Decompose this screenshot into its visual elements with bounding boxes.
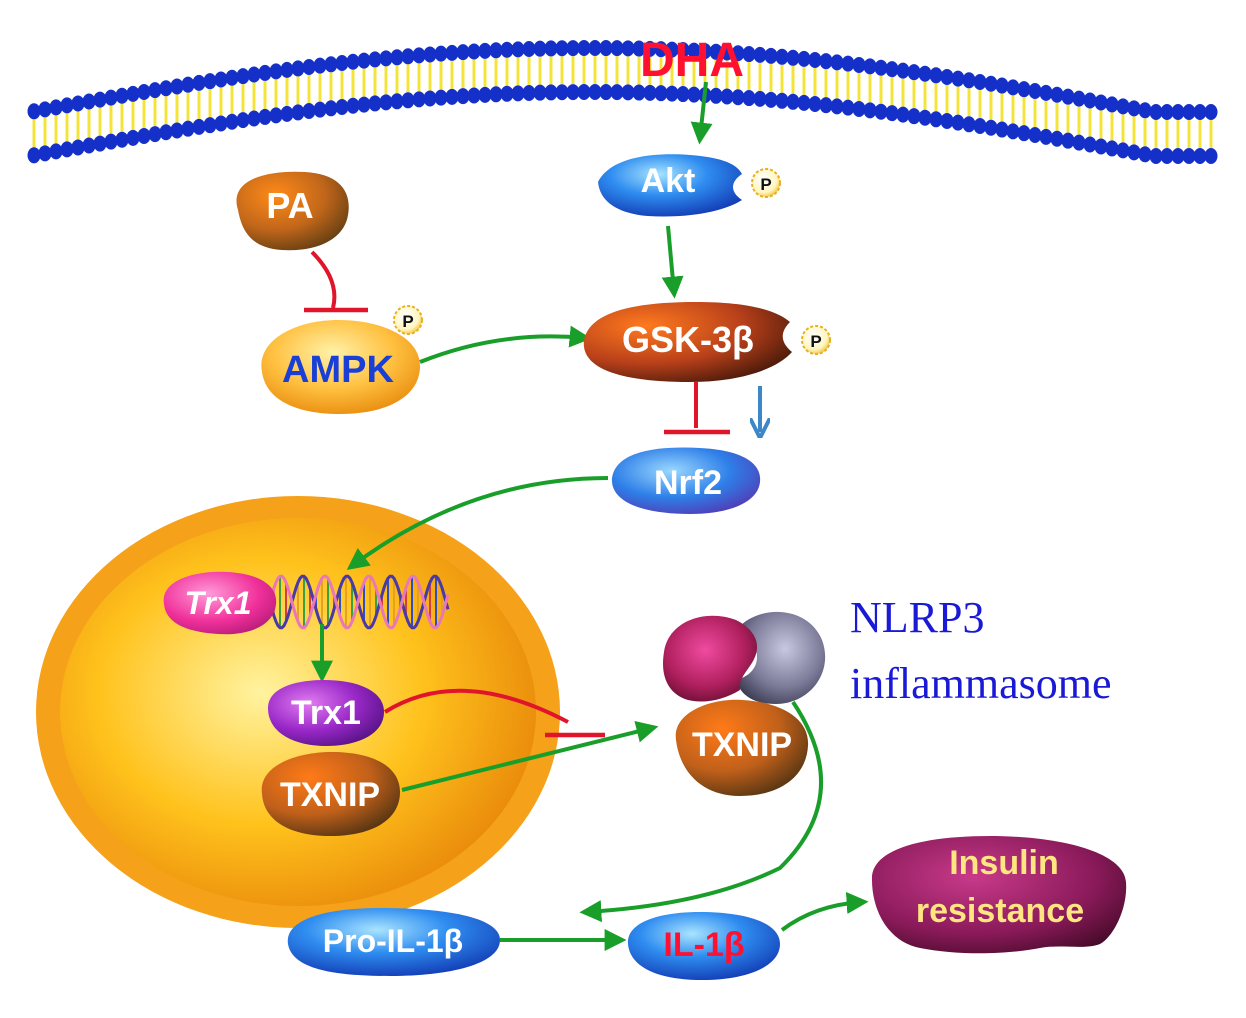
- insulin-resistance-node[interactable]: Insulin resistance: [871, 836, 1127, 954]
- trx1-node[interactable]: Trx1: [268, 680, 384, 746]
- pa-label: PA: [266, 185, 313, 226]
- pro-il1b-label: Pro-IL-1β: [323, 923, 463, 959]
- il1b-node[interactable]: IL-1β: [627, 912, 780, 980]
- pro-il1b-node[interactable]: Pro-IL-1β: [287, 908, 500, 976]
- txnip-inflammasome-label: TXNIP: [692, 726, 792, 764]
- arrow-txnip-to-inflammasome: [401, 721, 659, 792]
- arrow-ampk-to-gsk3b: [419, 325, 592, 364]
- arrow-inflammasome-to-proil1b: [579, 700, 824, 923]
- phospho-badge-akt: P: [751, 168, 781, 198]
- trx1-label: Trx1: [291, 694, 361, 732]
- nrf2-node[interactable]: Nrf2: [611, 447, 761, 514]
- svg-text:P: P: [810, 332, 821, 351]
- pa-node[interactable]: PA: [236, 171, 349, 251]
- svg-text:P: P: [402, 312, 413, 331]
- akt-node[interactable]: Akt: [598, 154, 742, 217]
- dha-label: DHA: [640, 34, 744, 87]
- inhibit-pa-ampk: [310, 250, 337, 309]
- arrow-il1b-to-insulin: [780, 892, 869, 932]
- nrf2-label: Nrf2: [654, 464, 722, 502]
- il1b-label: IL-1β: [663, 926, 744, 964]
- nlrp3-label-line1: NLRP3: [850, 593, 984, 642]
- dna-helix: [268, 574, 450, 630]
- trx1-gene-node[interactable]: Trx1: [163, 571, 277, 635]
- txnip-nuclear-label: TXNIP: [280, 776, 380, 814]
- ampk-node[interactable]: AMPK: [261, 320, 420, 414]
- arrow-nrf2-to-nucleus: [346, 476, 609, 570]
- insulin-label-line1: Insulin: [949, 844, 1059, 882]
- akt-label: Akt: [641, 162, 696, 200]
- cell-membrane: [27, 40, 1218, 164]
- insulin-label-line2: resistance: [916, 892, 1084, 930]
- ampk-label: AMPK: [282, 349, 394, 391]
- arrow-dha-to-akt: [690, 81, 713, 145]
- arrow-akt-to-gsk3b: [661, 225, 684, 299]
- nlrp3-inflammasome-complex[interactable]: TXNIP: [663, 611, 826, 796]
- phospho-badge-gsk3b: P: [801, 325, 831, 355]
- gsk3b-label: GSK-3β: [622, 319, 754, 360]
- txnip-nuclear-node[interactable]: TXNIP: [261, 752, 400, 836]
- inflammasome-subunit-gray: [736, 611, 826, 704]
- inhibit-trx1-txnip: [383, 688, 569, 724]
- svg-text:P: P: [760, 175, 771, 194]
- connectors: [304, 81, 869, 951]
- inflammasome-subunit-magenta: [663, 615, 758, 702]
- trx1-gene-label: Trx1: [184, 585, 251, 621]
- nlrp3-label-line2: inflammasome: [850, 659, 1112, 708]
- phospho-badge-ampk: P: [393, 305, 423, 335]
- gsk3b-node[interactable]: GSK-3β: [583, 302, 792, 382]
